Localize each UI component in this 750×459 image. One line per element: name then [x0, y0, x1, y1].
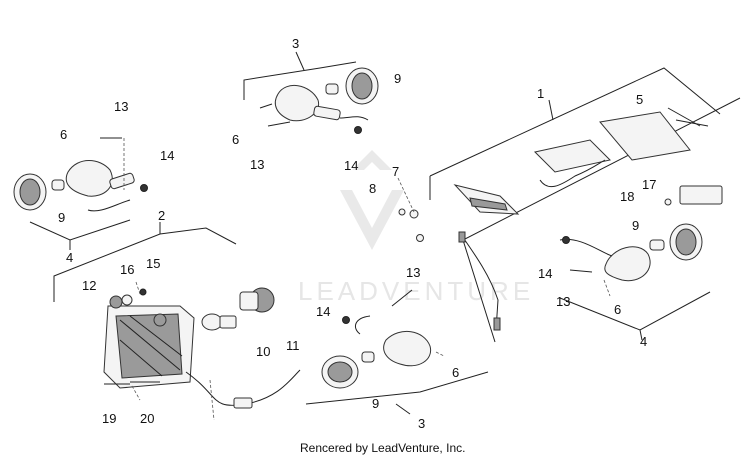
callout-6-c: 6: [452, 365, 459, 380]
callout-20: 20: [140, 411, 154, 426]
group-1-bracket: [429, 67, 741, 343]
callout-6-a: 6: [60, 127, 67, 142]
callout-16: 16: [120, 262, 134, 277]
callout-17: 17: [642, 177, 656, 192]
watermark-text: LEADVENTURE: [298, 276, 534, 306]
callout-6-d: 6: [614, 302, 621, 317]
callout-11: 11: [286, 338, 300, 353]
callout-6-b: 6: [232, 132, 239, 147]
callout-14-b: 14: [344, 158, 358, 173]
callout-13-c: 13: [406, 265, 420, 280]
group-2-headlight: [53, 222, 301, 421]
group-4-right-signal: [559, 223, 711, 341]
group-3-bottom-signal: [305, 289, 489, 415]
callout-labels: 1 2 3 3 4 4 5 6 6 6 6 7 8 9 9 9 9 10 11 …: [58, 36, 656, 431]
callout-5: 5: [636, 92, 643, 107]
callout-9-b: 9: [394, 71, 401, 86]
callout-14-a: 14: [160, 148, 174, 163]
callout-15: 15: [146, 256, 160, 271]
watermark-logo: [340, 150, 404, 250]
footer-credit: Rencered by LeadVenture, Inc.: [300, 441, 465, 455]
callout-9-a: 9: [58, 210, 65, 225]
callout-13-b: 13: [250, 157, 264, 172]
callout-1: 1: [537, 86, 544, 101]
washers-7-8: [397, 177, 424, 242]
callout-14-c: 14: [316, 304, 330, 319]
callout-7: 7: [392, 164, 399, 179]
callout-13-d: 13: [556, 294, 570, 309]
callout-19: 19: [102, 411, 116, 426]
callout-13-a: 13: [114, 99, 128, 114]
group-3-top-signal: [243, 51, 379, 134]
callout-3-bottom: 3: [418, 416, 425, 431]
callout-9-c: 9: [372, 396, 379, 411]
callout-18: 18: [620, 189, 634, 204]
callout-12: 12: [82, 278, 96, 293]
callout-2: 2: [158, 208, 165, 223]
callout-14-d: 14: [538, 266, 552, 281]
callout-4-left: 4: [66, 250, 73, 265]
callout-9-d: 9: [632, 218, 639, 233]
callout-4-right: 4: [640, 334, 647, 349]
callout-8: 8: [369, 181, 376, 196]
callout-10: 10: [256, 344, 270, 359]
callout-3-top: 3: [292, 36, 299, 51]
group-4-left-signal: [13, 137, 148, 250]
